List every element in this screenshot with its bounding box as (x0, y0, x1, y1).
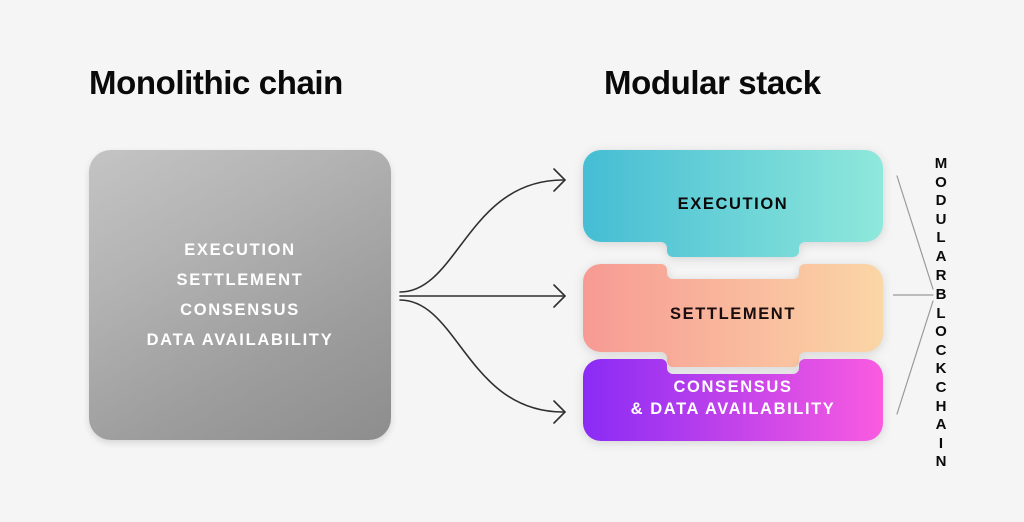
monolithic-chain-block: EXECUTION SETTLEMENT CONSENSUS DATA AVAI… (89, 150, 391, 440)
settlement-block-shape (583, 264, 883, 367)
monolithic-layer-data-availability: DATA AVAILABILITY (146, 331, 334, 349)
side-label-modular: M O D U L A R (934, 155, 948, 284)
modular-stack-group: EXECUTION SETTLEMENT (583, 150, 883, 441)
arrow-to-consensus-head (553, 400, 567, 424)
arrow-to-execution-head (553, 168, 567, 192)
monolithic-chain-heading: Monolithic chain (89, 64, 343, 101)
monolithic-layer-execution: EXECUTION (184, 241, 296, 259)
arrow-to-settlement-head (553, 284, 567, 308)
flow-arrows-group (399, 168, 567, 424)
execution-block-label: EXECUTION (677, 194, 789, 213)
consensus-block-label: CONSENSUS & DATA AVAILABILITY (630, 378, 836, 418)
execution-block-shape (583, 150, 883, 257)
modular-stack-heading: Modular stack (604, 64, 821, 101)
modular-block-consensus[interactable]: CONSENSUS & DATA AVAILABILITY (583, 355, 883, 441)
arrow-to-execution-path (399, 179, 564, 293)
modular-blockchain-brace (893, 175, 934, 415)
modular-block-execution[interactable]: EXECUTION (583, 150, 883, 257)
settlement-block-label: SETTLEMENT (670, 304, 796, 323)
modular-block-settlement[interactable]: SETTLEMENT (583, 260, 883, 367)
side-label-blockchain: B L O C K C H A I N (935, 286, 947, 471)
consensus-block-shape (583, 359, 883, 441)
monolithic-layer-settlement: SETTLEMENT (176, 271, 304, 289)
monolithic-layer-consensus: CONSENSUS (180, 301, 300, 319)
arrow-to-consensus-path (399, 299, 564, 413)
